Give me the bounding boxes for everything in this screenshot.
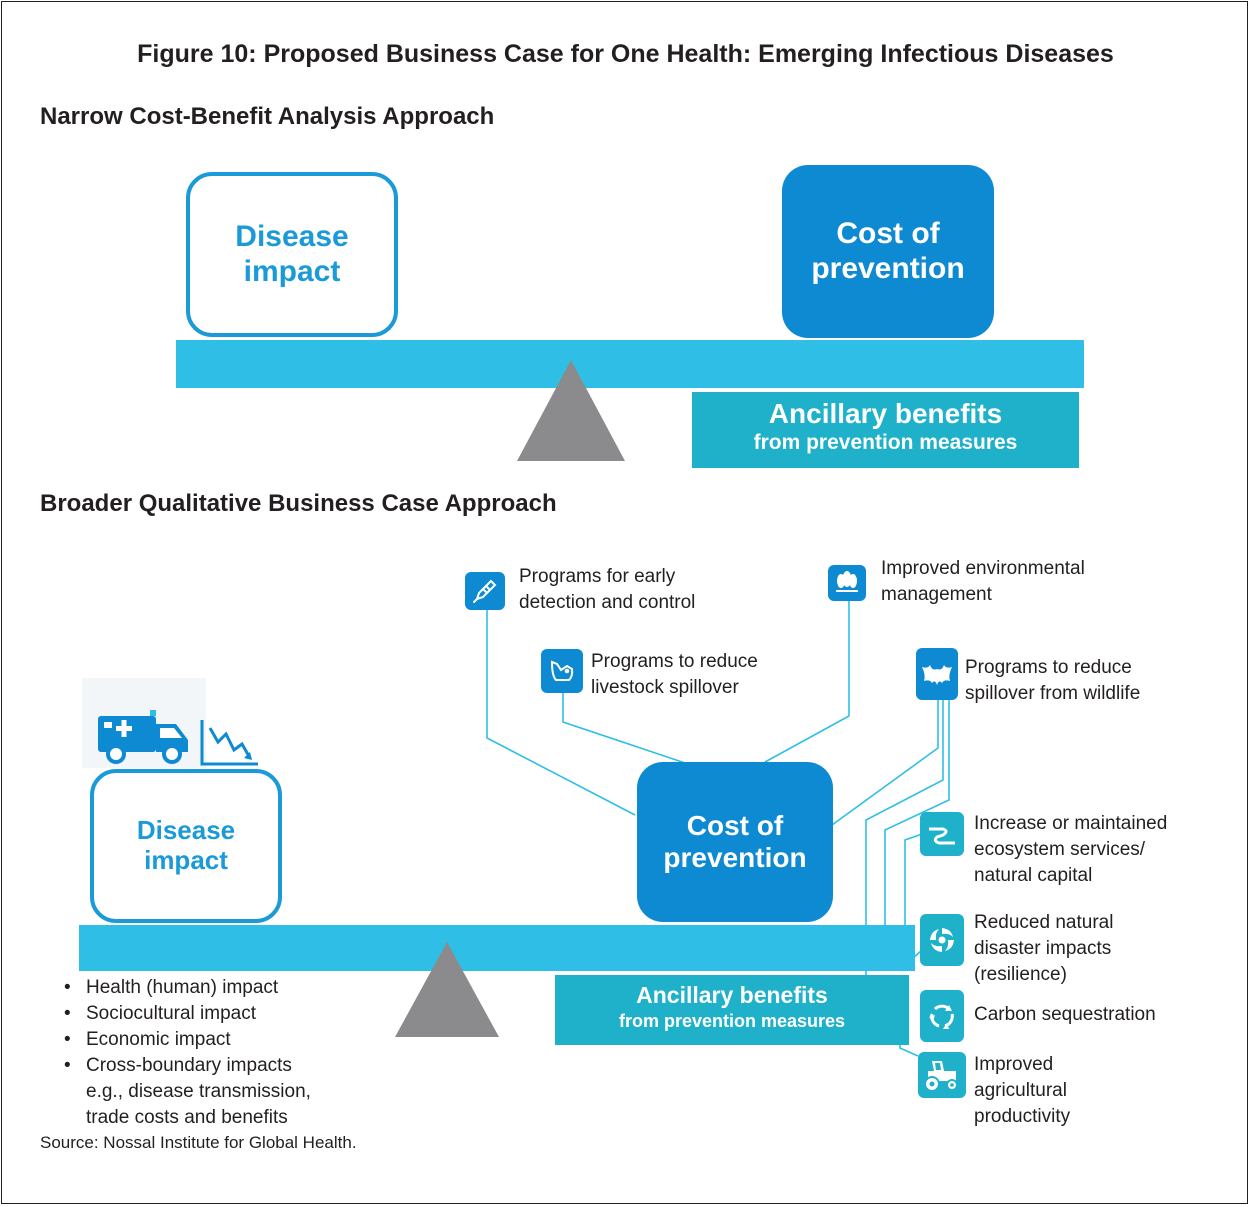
livestock-icon [541,649,583,693]
program-line: Programs to reduce [591,651,758,672]
narrow-fulcrum [517,360,625,461]
broad-ancillary-sub: from prevention measures [618,1011,846,1031]
thermometer-icon [465,572,505,610]
program-line: Improved environmental [881,558,1085,579]
declining-chart-icon [200,720,258,766]
benefit-line: Improved [974,1054,1054,1075]
broad-disease-line1: Disease [136,815,236,846]
ambulance-icon [98,710,188,764]
benefit-line: disaster impacts [974,938,1112,959]
program-line: Programs to reduce [965,657,1132,678]
benefit-label-disaster: Reduced natural disaster impacts (resilien… [974,910,1113,988]
narrow-section-title: Narrow Cost-Benefit Analysis Approach [40,103,495,130]
cyclone-icon [920,914,964,966]
narrow-ancillary-sub: from prevention measures [753,431,1018,454]
tractor-icon [918,1052,966,1098]
broad-fulcrum [395,942,499,1037]
broad-cost-line2: prevention [663,842,807,873]
impact-text: trade costs and benefits [86,1107,288,1128]
figure-title: Figure 10: Proposed Business Case for On… [137,40,1114,68]
benefit-line: natural capital [974,865,1093,886]
impact-item: Cross-boundary impacts e.g., disease tran… [62,1053,311,1131]
broad-section-title: Broader Qualitative Business Case Approa… [40,490,557,517]
bat-icon [916,648,958,700]
benefit-label-agriculture: Improved agricultural productivity [974,1052,1070,1130]
impacts-list: Health (human) impact Sociocultural impa… [62,975,311,1131]
program-label-environmental: Improved environmental management [881,556,1085,608]
program-line: detection and control [519,592,696,613]
river-icon [920,812,964,856]
recycle-icon [920,990,964,1042]
impact-item: Sociocultural impact [62,1001,311,1027]
narrow-balance-beam [176,340,1084,388]
source-note: Source: Nossal Institute for Global Heal… [40,1133,357,1152]
trees-icon [828,565,866,601]
program-label-early-detection: Programs for early detection and control [519,564,695,616]
benefit-line: productivity [974,1106,1071,1127]
program-line: Programs for early [519,566,676,587]
program-line: management [881,584,992,605]
benefit-label-carbon: Carbon sequestration [974,1002,1156,1028]
benefit-line: (resilience) [974,964,1067,985]
program-line: spillover from wildlife [965,683,1141,704]
impact-text: Cross-boundary impacts [86,1055,292,1076]
narrow-disease-line2: impact [243,254,341,288]
narrow-ancillary-benefits-box: Ancillary benefits from prevention measu… [692,392,1079,468]
benefit-line: Carbon sequestration [974,1004,1156,1025]
broad-ancillary-title: Ancillary benefits [636,982,828,1008]
program-label-wildlife: Programs to reduce spillover from wildlif… [965,655,1140,707]
broad-cost-line1: Cost of [686,809,784,841]
impact-item: Economic impact [62,1027,311,1053]
broad-ancillary-benefits-box: Ancillary benefits from prevention measu… [555,975,909,1045]
narrow-disease-line1: Disease [235,220,349,253]
narrow-ancillary-title: Ancillary benefits [768,398,1003,429]
program-label-livestock: Programs to reduce livestock spillover [591,649,758,701]
narrow-cost-line2: prevention [811,251,965,285]
benefit-line: Increase or maintained [974,813,1168,834]
benefit-line: Reduced natural [974,912,1114,933]
impact-item: Health (human) impact [62,975,311,1001]
benefit-line: ecosystem services/ [974,839,1146,860]
narrow-cost-line1: Cost of [836,217,940,250]
impact-text: e.g., disease transmission, [86,1081,311,1102]
benefit-line: agricultural [974,1080,1067,1101]
program-line: livestock spillover [591,677,739,698]
broad-disease-line2: impact [144,845,228,875]
benefit-label-ecosystem: Increase or maintained ecosystem services… [974,811,1167,889]
